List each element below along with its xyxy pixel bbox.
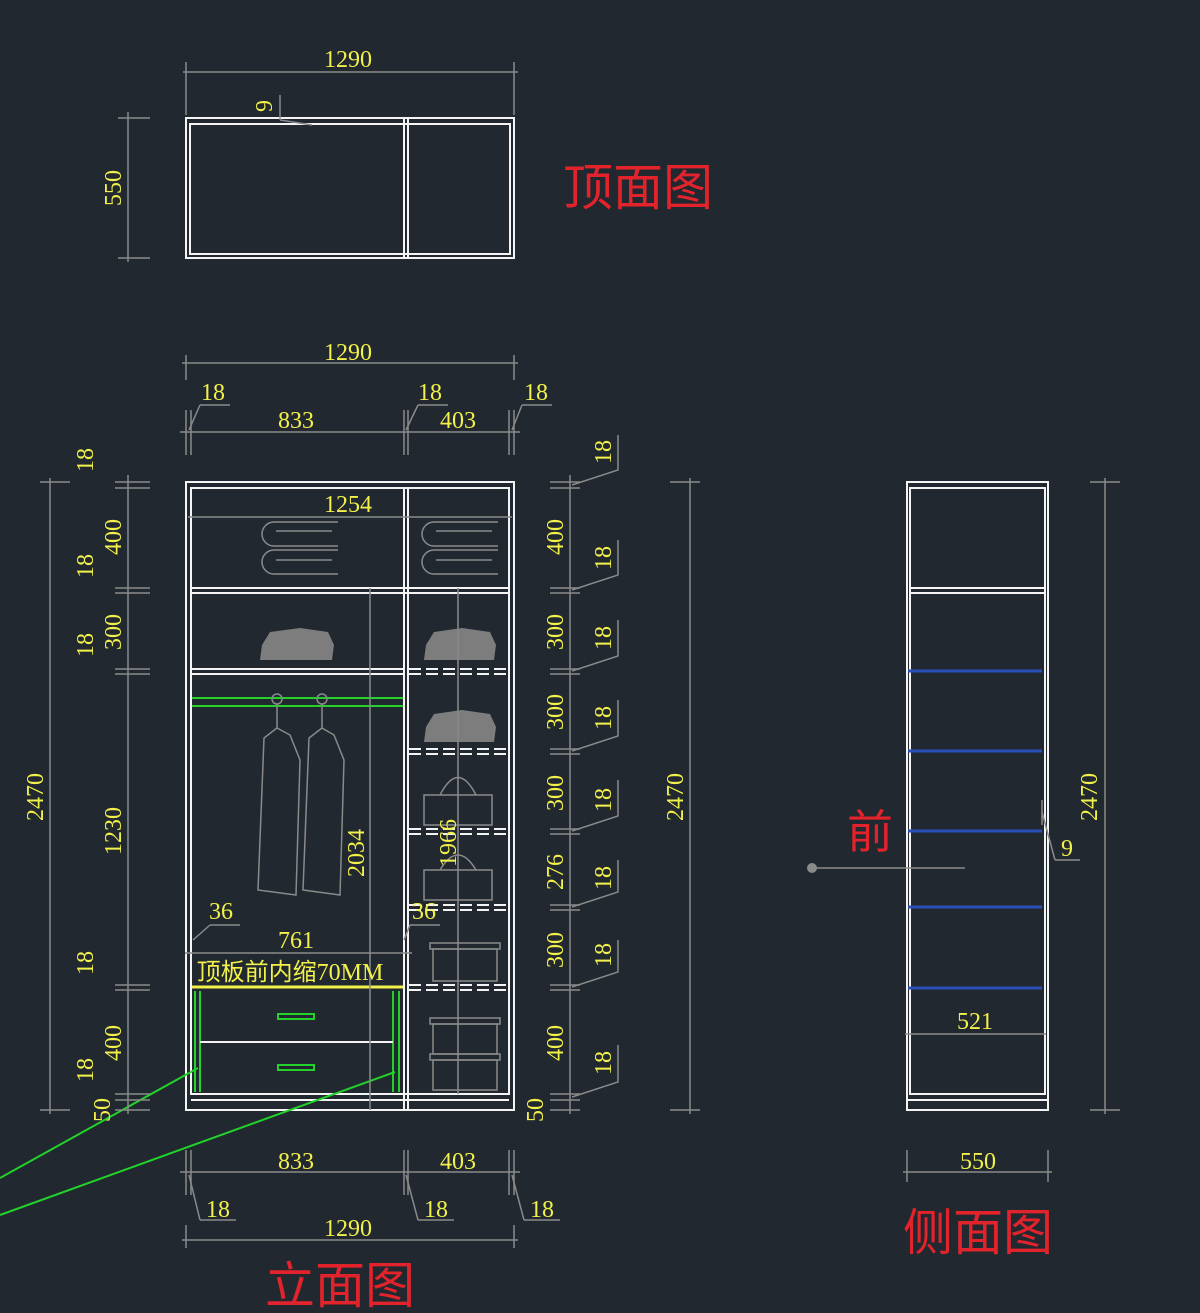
bottom-mid-panel-label: 18 bbox=[424, 1197, 448, 1223]
side-outline bbox=[906, 481, 1049, 1111]
right-chain-label: 18 bbox=[591, 943, 617, 967]
right-chain-label: 300 bbox=[543, 932, 569, 968]
top-depth-label: 550 bbox=[101, 170, 127, 206]
drawer-handle bbox=[277, 1013, 315, 1020]
left-chain-label: 400 bbox=[101, 519, 127, 555]
shelves bbox=[191, 587, 509, 991]
right-chain-label: 18 bbox=[591, 546, 617, 570]
top-right-bay-label: 403 bbox=[440, 408, 476, 434]
left-chain-label: 1230 bbox=[101, 807, 127, 855]
drawer-width-label: 761 bbox=[278, 928, 314, 954]
bottom-overall-width-label: 1290 bbox=[324, 1216, 372, 1242]
top-width-dimension bbox=[183, 62, 518, 115]
folded-clothes-icon bbox=[260, 628, 496, 742]
right-chain-label: 400 bbox=[543, 519, 569, 555]
top-gap-label: 9 bbox=[252, 100, 278, 112]
front-marker-dot bbox=[807, 863, 817, 873]
right-chain-label: 18 bbox=[591, 788, 617, 812]
top-view: 1290 9 550 顶面图 bbox=[101, 47, 713, 262]
top-depth-dimension bbox=[118, 112, 150, 262]
top-view-outline bbox=[185, 117, 515, 259]
right-chain-label: 18 bbox=[591, 626, 617, 650]
right-chain-label: 400 bbox=[543, 1025, 569, 1061]
bottom-left-bay-label: 833 bbox=[278, 1149, 314, 1175]
right-chain-label: 300 bbox=[543, 775, 569, 811]
top-overall-width-label: 1290 bbox=[324, 340, 372, 366]
right-overall-height-label: 2470 bbox=[663, 773, 689, 821]
side-view-title: 侧面图 bbox=[903, 1204, 1053, 1262]
left-chain-label: 18 bbox=[73, 554, 99, 578]
left-chain-label: 400 bbox=[101, 1025, 127, 1061]
side-shelves bbox=[908, 669, 1042, 990]
side-gap-label: 9 bbox=[1061, 836, 1073, 862]
left-chain-label: 18 bbox=[73, 1058, 99, 1082]
top-left-bay-label: 833 bbox=[278, 408, 314, 434]
coat-icon bbox=[257, 693, 345, 896]
top-width-label: 1290 bbox=[324, 47, 372, 73]
top-mid-panel-label: 18 bbox=[418, 380, 442, 406]
elevation-title: 立面图 bbox=[265, 1257, 415, 1313]
bottom-right-bay-label: 403 bbox=[440, 1149, 476, 1175]
inner-width-label: 1254 bbox=[324, 492, 372, 518]
right-chain-label: 50 bbox=[523, 1098, 549, 1122]
left-hang-height-label: 2034 bbox=[344, 829, 370, 877]
top-view-title: 顶面图 bbox=[563, 159, 713, 217]
front-marker-label: 前 bbox=[847, 805, 893, 859]
drawer-inset-right-label: 36 bbox=[412, 899, 436, 925]
right-chain-label: 18 bbox=[591, 1051, 617, 1075]
hanging-rod bbox=[192, 697, 403, 707]
side-inner-depth-label: 521 bbox=[957, 1009, 993, 1035]
side-view: 2470 9 521 550 前 侧面图 bbox=[807, 478, 1120, 1262]
side-height-label: 2470 bbox=[1077, 773, 1103, 821]
right-chain-label: 300 bbox=[543, 614, 569, 650]
left-overall-height-label: 2470 bbox=[23, 773, 49, 821]
right-chain-label: 300 bbox=[543, 694, 569, 730]
drawer-inset-left-label: 36 bbox=[209, 899, 233, 925]
storage-box-icon bbox=[429, 942, 501, 1091]
left-chain-label: 18 bbox=[73, 951, 99, 975]
right-chain-label: 18 bbox=[591, 866, 617, 890]
drawer-note: 顶板前内缩70MM bbox=[197, 959, 384, 986]
left-chain-label: 300 bbox=[101, 614, 127, 650]
right-inner-height-label: 1966 bbox=[436, 819, 462, 867]
top-right-panel-label: 18 bbox=[524, 380, 548, 406]
right-chain-label: 18 bbox=[591, 706, 617, 730]
towel-icon bbox=[261, 521, 498, 575]
drawer-unit bbox=[192, 985, 403, 1092]
left-chain-label: 50 bbox=[90, 1098, 116, 1122]
bottom-right-panel-label: 18 bbox=[530, 1197, 554, 1223]
leader-lines bbox=[0, 1067, 396, 1216]
right-chain-label: 18 bbox=[591, 440, 617, 464]
cabinet-outline bbox=[185, 481, 515, 1111]
right-chain-label: 276 bbox=[543, 854, 569, 890]
left-chain-label: 18 bbox=[73, 633, 99, 657]
left-chain-label: 18 bbox=[73, 448, 99, 472]
elevation-view: 1254 2034 1966 36 36 761 顶板前内缩70MM 1290 … bbox=[0, 340, 700, 1313]
bottom-left-panel-label: 18 bbox=[206, 1197, 230, 1223]
side-depth-label: 550 bbox=[960, 1149, 996, 1175]
top-left-panel-label: 18 bbox=[201, 380, 225, 406]
drawer-handle bbox=[277, 1064, 315, 1071]
